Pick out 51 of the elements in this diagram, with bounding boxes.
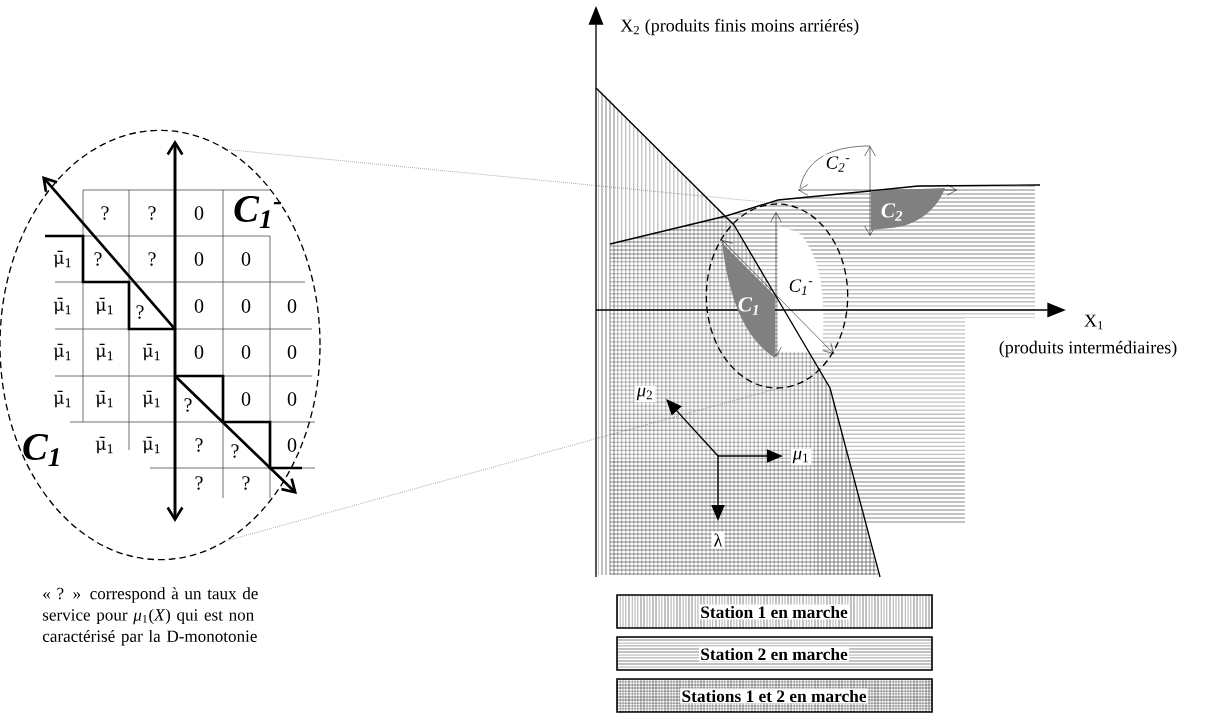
rate-label: μ$_{2}$ — [634, 385, 656, 403]
table-cell: ? — [231, 444, 239, 458]
table-cell: 0 — [194, 252, 204, 266]
table-cell: μ̄$_{1}$ — [142, 436, 160, 454]
table-cell: μ̄$_{1}$ — [95, 297, 113, 315]
table-cell: μ̄$_{1}$ — [53, 297, 71, 315]
table-cell: 0 — [194, 299, 204, 313]
shaded-region: C$_{1}$ — [722, 243, 775, 358]
table-cell: 0 — [241, 345, 251, 359]
table-cell: 0 — [241, 299, 251, 313]
rate-label: λ — [711, 531, 725, 549]
table-cell: ? — [195, 476, 203, 490]
legend-box: Stations 1 et 2 en marche — [616, 678, 933, 713]
table-cell: μ̄$_{1}$ — [142, 343, 160, 361]
rate-label: μ$_{1}$ — [790, 448, 812, 466]
table-cell: 0 — [287, 438, 297, 452]
region-label: C$_{1}$ — [23, 434, 59, 467]
table-cell: μ̄$_{1}$ — [95, 390, 113, 408]
table-cell: 0 — [194, 206, 204, 220]
axis-label: X$_{1}$ — [1084, 314, 1103, 330]
table-cell: ? — [148, 206, 156, 220]
dashed-ellipse — [705, 203, 849, 389]
legend-box: Station 2 en marche — [616, 636, 933, 671]
axis-label: (produits intermédiaires) — [999, 340, 1177, 358]
table-cell: ? — [184, 398, 192, 412]
table-cell: ? — [136, 305, 144, 319]
region-label: C$_{2}$- — [823, 154, 853, 174]
table-cell: 0 — [287, 299, 297, 313]
table-cell: μ̄$_{1}$ — [142, 390, 160, 408]
region-label: C$_{1}$- — [786, 277, 816, 297]
table-cell: μ̄$_{1}$ — [53, 343, 71, 361]
table-cell: ? — [242, 476, 250, 490]
table-cell: μ̄$_{1}$ — [53, 250, 71, 268]
leader-line — [227, 388, 778, 541]
table-cell: ? — [101, 206, 109, 220]
table-cell: μ̄$_{1}$ — [95, 343, 113, 361]
table-cell: ? — [195, 438, 203, 452]
note-text: « ? » correspond à un taux de service pour μ$_{1}$(X) qui est non caractérisé par la D-monotonie — [42, 587, 258, 646]
shaded-region: C$_{2}$ — [871, 188, 945, 230]
table-cell: 0 — [287, 345, 297, 359]
table-cell: 0 — [287, 392, 297, 406]
table-cell: μ̄$_{1}$ — [53, 390, 71, 408]
table-cell: ? — [94, 252, 102, 266]
table-cell: 0 — [241, 392, 251, 406]
table-cell: μ̄$_{1}$ — [95, 436, 113, 454]
leader-line — [227, 149, 778, 204]
table-cell: 0 — [194, 345, 204, 359]
table-cell: 0 — [241, 252, 251, 266]
legend-box: Station 1 en marche — [616, 594, 933, 629]
axis-label: X$_{2}$ (produits finis moins arriérés) — [620, 18, 859, 36]
table-cell: ? — [148, 252, 156, 266]
